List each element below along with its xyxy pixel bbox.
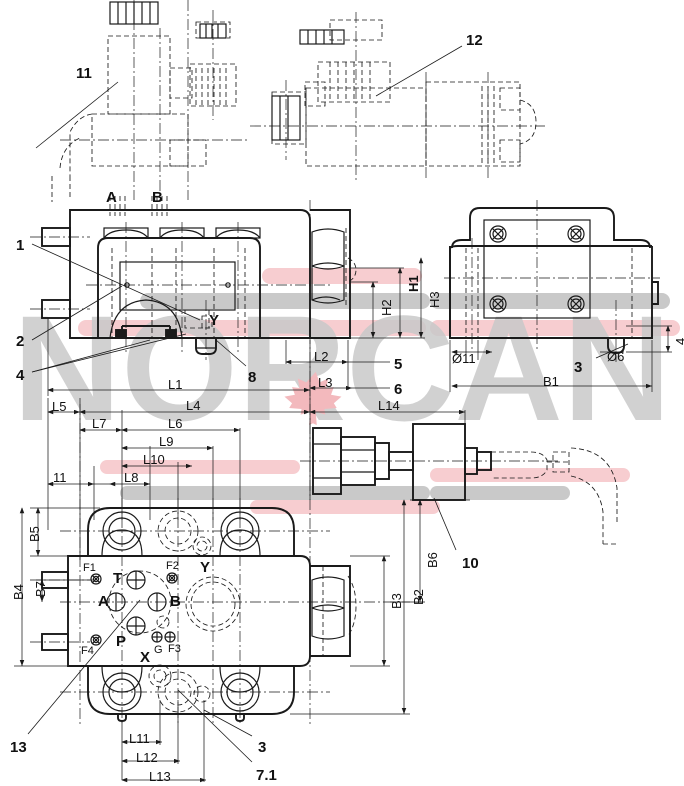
dim-B5: B5 <box>27 526 42 542</box>
callout-4: 4 <box>16 367 25 384</box>
callout-10: 10 <box>462 555 479 572</box>
dim-L8: L8 <box>124 470 139 485</box>
port-label-F2: F2 <box>166 560 179 572</box>
port-label-X: X <box>140 649 151 666</box>
callout-3-side: 3 <box>574 359 583 376</box>
callout-5: 5 <box>394 356 403 373</box>
port-label-G: G <box>154 644 163 656</box>
port-label-T: T <box>113 570 123 587</box>
dim-H2: H2 <box>379 299 394 316</box>
port-label-B: B <box>170 593 181 610</box>
callout-8: 8 <box>248 369 257 386</box>
dim-L2: L2 <box>314 349 329 364</box>
port-label-F4: F4 <box>81 645 94 657</box>
dimensions-bottom-view <box>14 398 470 783</box>
port-label-A-front: A <box>106 189 117 206</box>
dim-diameter-6: Ø6 <box>607 349 625 364</box>
callout-1: 1 <box>16 237 25 254</box>
port-label-P: P <box>116 633 127 650</box>
dim-diameter-11: Ø11 <box>452 351 476 366</box>
view-front-section <box>30 45 463 400</box>
callout-7-1: 7.1 <box>256 767 277 784</box>
port-label-B-front: B <box>152 189 163 206</box>
dimensions-front-view <box>47 257 425 396</box>
view-right-side <box>444 200 660 362</box>
dim-L4: L4 <box>186 398 201 413</box>
port-label-A: A <box>98 593 109 610</box>
dim-L7: L7 <box>92 416 107 431</box>
dim-L3: L3 <box>318 375 333 390</box>
dim-B7: B7 <box>33 581 48 597</box>
dim-L13: L13 <box>149 769 171 784</box>
view-top-right-valve <box>250 12 545 180</box>
dim-H1: H1 <box>406 275 421 292</box>
dim-B1: B1 <box>543 374 559 389</box>
port-label-Y: Y <box>200 559 211 576</box>
dim-H3: H3 <box>427 291 442 308</box>
dim-11: 11 <box>53 470 67 485</box>
dim-B6: B6 <box>425 552 440 568</box>
dim-4: 4 <box>673 338 684 345</box>
dimensions-side-view <box>449 325 672 392</box>
callout-11-top: 11 <box>76 65 92 82</box>
dim-B3: B3 <box>389 593 404 609</box>
dim-L6: L6 <box>168 416 183 431</box>
watermark-text: NORCAN <box>13 284 671 452</box>
dim-L11: L11 <box>129 731 150 746</box>
view-bottom-plan <box>27 404 410 763</box>
dim-L12: L12 <box>136 750 158 765</box>
dim-L10: L10 <box>143 452 165 467</box>
dim-L9: L9 <box>159 434 174 449</box>
callout-2: 2 <box>16 333 25 350</box>
dim-L14: L14 <box>378 398 400 413</box>
dim-B4: B4 <box>11 584 26 600</box>
callout-3-bottom: 3 <box>258 739 267 756</box>
dim-L1: L1 <box>168 377 183 392</box>
dim-L5: L5 <box>52 399 67 414</box>
port-label-Y-front: Y <box>209 312 220 329</box>
callout-13: 13 <box>10 739 27 756</box>
callout-12: 12 <box>466 32 483 49</box>
port-label-F1: F1 <box>83 562 96 574</box>
maple-leaf-icon <box>284 371 342 426</box>
port-label-F3: F3 <box>168 643 181 655</box>
callout-6: 6 <box>394 381 403 398</box>
view-top-assembly <box>51 0 250 202</box>
dim-B2: B2 <box>411 589 426 605</box>
